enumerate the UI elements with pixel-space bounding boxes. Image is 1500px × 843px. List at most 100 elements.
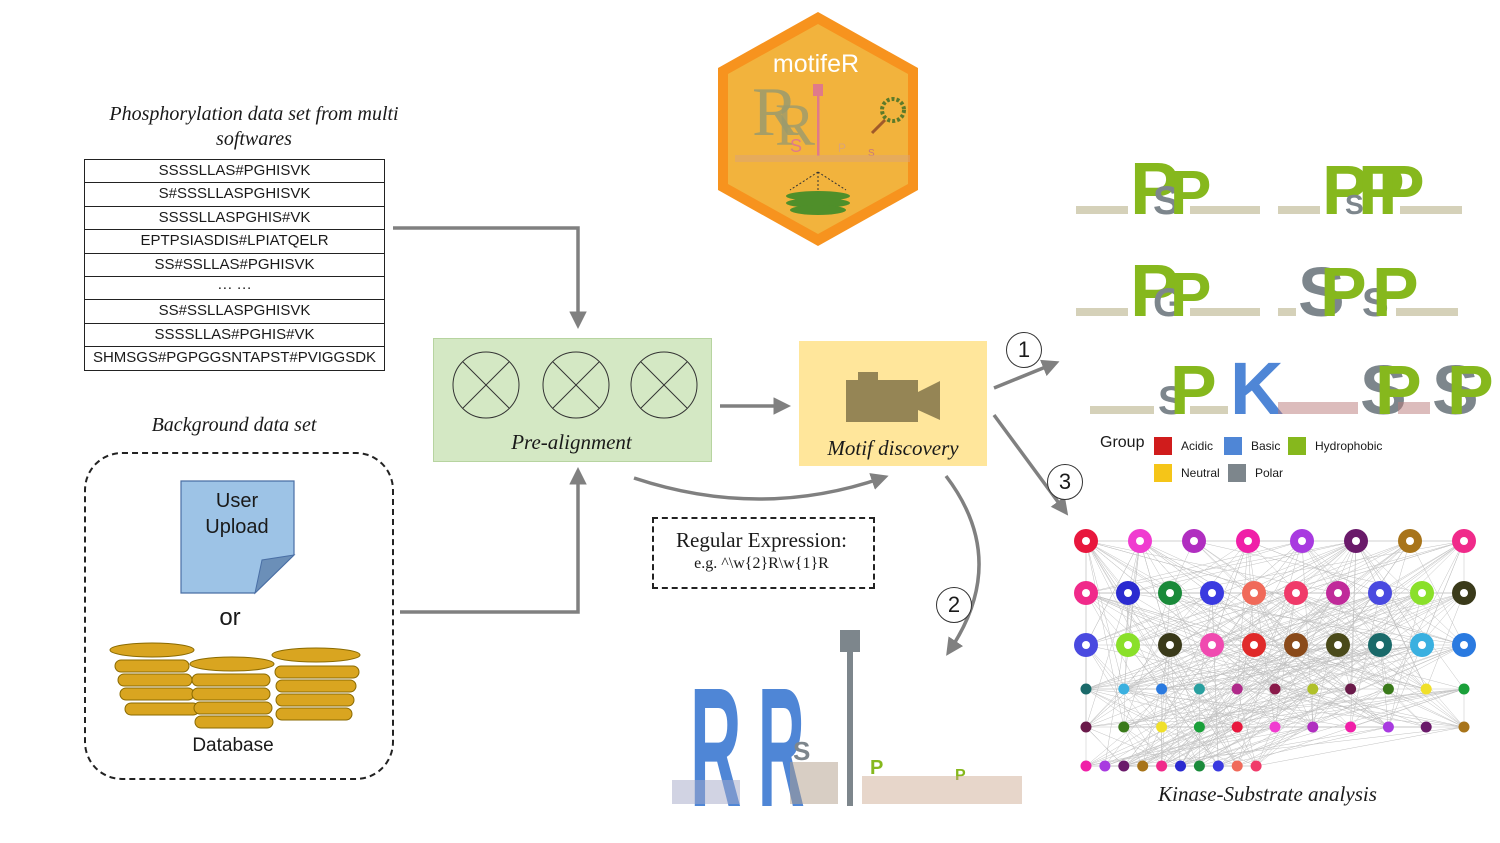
database-icon (109, 642, 361, 729)
table-row: SSSSLLASPGHIS#VK (85, 207, 384, 231)
svg-text:S: S (1345, 189, 1364, 220)
background-box (84, 452, 394, 780)
network-node (1118, 683, 1130, 695)
network-node-center (1334, 641, 1342, 649)
network-node-center (1376, 589, 1384, 597)
table-row: SS#SSLLASPGHISVK (85, 300, 384, 324)
legend-label: Polar (1255, 466, 1284, 480)
svg-text:P: P (1130, 147, 1179, 230)
network-node-center (1460, 537, 1468, 545)
network-node (1193, 721, 1205, 733)
svg-text:P: P (1130, 249, 1179, 332)
network-node-center (1124, 589, 1132, 597)
network-node-center (1460, 641, 1468, 649)
network-node (1193, 760, 1205, 772)
svg-text:R: R (752, 74, 799, 151)
svg-text:P: P (1170, 351, 1217, 429)
svg-text:P: P (955, 767, 966, 784)
table-row: S#SSSLLASPGHISVK (85, 183, 384, 207)
prealign-box (433, 338, 712, 462)
network-node-center (1166, 641, 1174, 649)
network-node (1458, 721, 1470, 733)
svg-text:S: S (868, 148, 875, 159)
legend-swatch (1288, 437, 1306, 455)
prealign-circles-overlay (452, 351, 698, 419)
svg-text:R: R (775, 92, 815, 158)
table-row: EPTPSIASDIS#LPIATQELR (85, 230, 384, 254)
step-3-badge: 3 (1047, 464, 1083, 500)
network-node-center (1190, 537, 1198, 545)
logo-pgsp: P G P (1076, 249, 1260, 332)
svg-text:P: P (1170, 261, 1211, 330)
prealign-label: Pre-alignment (511, 430, 632, 454)
motif-discovery-label: Motif discovery (827, 436, 959, 460)
kinase-label: Kinase-Substrate analysis (1158, 782, 1377, 806)
network-node (1458, 683, 1470, 695)
network-node (1231, 683, 1243, 695)
legend-item-hydrophobic: Hydrophobic (1288, 437, 1382, 455)
motifer-logo: R R S P S (718, 12, 918, 246)
regex-title: Regular Expression: (676, 528, 847, 552)
network-node (1269, 683, 1281, 695)
network-node (1118, 721, 1130, 733)
svg-text:P: P (1170, 159, 1211, 228)
svg-text:K: K (1230, 347, 1283, 430)
svg-text:P: P (838, 141, 846, 155)
network-node-center (1208, 589, 1216, 597)
network-node-center (1406, 537, 1414, 545)
network-node (1420, 683, 1432, 695)
network-node (1212, 760, 1224, 772)
camera-icon (846, 372, 940, 422)
svg-text:S: S (1158, 379, 1185, 423)
regex-logo: R R S P P (672, 630, 1022, 843)
step-2-badge: 2 (936, 587, 972, 623)
legend-label: Basic (1251, 439, 1281, 453)
database-label: Database (192, 735, 274, 756)
user-upload-label: User Upload (205, 490, 269, 538)
network-node (1080, 721, 1092, 733)
table-row: SHMSGS#PGPGGSNTAPST#PVIGGSDK (92, 349, 377, 367)
legend-label: Neutral (1181, 466, 1220, 480)
legend-swatch (1154, 464, 1172, 482)
table-row: SSSSLLAS#PGHIS#VK (85, 324, 384, 348)
svg-text:S: S (1432, 351, 1479, 429)
table-row: SS#SSLLAS#PGHISVK (85, 254, 384, 277)
network-node-center (1298, 537, 1306, 545)
network-node (1175, 760, 1186, 772)
phospho-title: Phosphorylation data set from multi soft… (109, 103, 399, 150)
network-node-center (1244, 537, 1252, 545)
network-node (1099, 760, 1111, 772)
kinase-network (1074, 529, 1476, 772)
legend-label: Acidic (1181, 439, 1214, 453)
legend-swatch (1224, 437, 1242, 455)
motif-logos: P S P P S P P P G P S P S P (1076, 147, 1494, 430)
regex-example: e.g. ^\w{2}R\w{1}R (694, 555, 829, 572)
network-node-center (1418, 641, 1426, 649)
network-node (1118, 760, 1130, 772)
legend-title: Group (1100, 434, 1145, 451)
network-node-center (1082, 537, 1090, 545)
svg-text:S: S (1298, 253, 1345, 331)
legend-item-acidic: Acidic (1154, 437, 1213, 455)
logo-pssp: P S P (1076, 147, 1260, 230)
network-node-center (1166, 589, 1174, 597)
logo-title: motifeR (772, 50, 860, 78)
svg-text:G: G (1153, 281, 1184, 325)
svg-text:P: P (1372, 253, 1419, 331)
legend-item-polar: Polar (1228, 464, 1283, 482)
network-node (1382, 683, 1394, 695)
network-node-center (1352, 537, 1360, 545)
svg-text:S: S (1153, 179, 1180, 223)
table-row: SSSSLLAS#PGHISVK (85, 160, 384, 184)
svg-text:P: P (1322, 151, 1369, 229)
network-node-center (1136, 537, 1144, 545)
flow-arrows (393, 226, 1069, 656)
network-edges (1085, 540, 1465, 767)
logo-sp-sp: S P S P (1278, 253, 1458, 331)
network-node (1382, 721, 1394, 733)
svg-text:P: P (870, 757, 883, 779)
svg-text:R: R (690, 652, 742, 842)
network-node (1345, 721, 1357, 733)
regex-box (652, 517, 875, 589)
